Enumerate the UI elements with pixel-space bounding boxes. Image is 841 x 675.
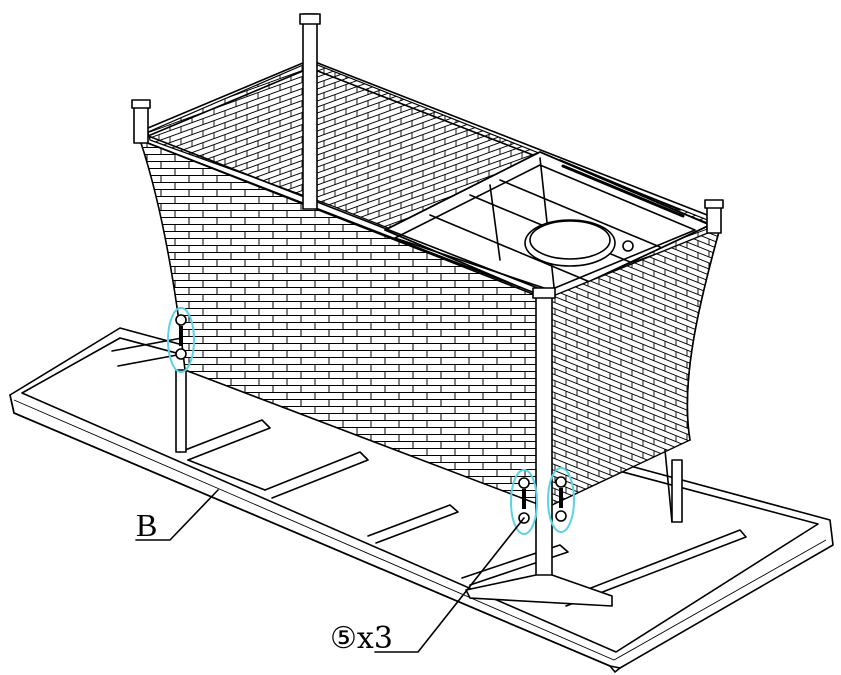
top-frame [384, 151, 711, 301]
right-side-wall [547, 226, 722, 507]
bolt-highlight-left [167, 307, 195, 373]
leader-lines [135, 489, 525, 653]
screw-count-callout: ⑤x3 [330, 621, 393, 656]
bolt-highlight-right [547, 467, 575, 533]
part-b-label: B [136, 507, 157, 543]
corner-posts [131, 13, 724, 607]
